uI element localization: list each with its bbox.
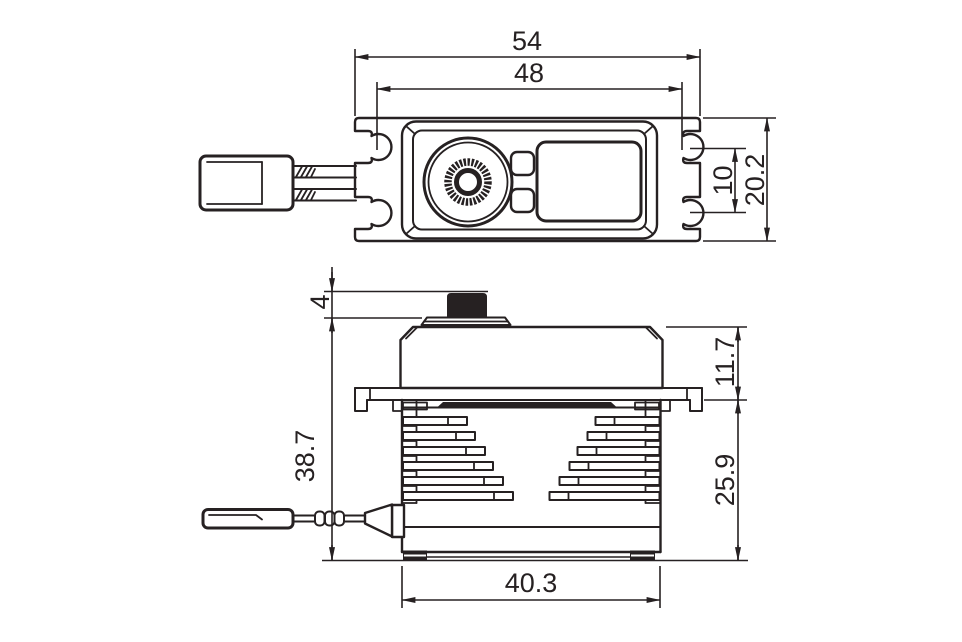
heatsink-fin — [558, 476, 661, 486]
heatsink-fin — [402, 461, 494, 471]
output-shaft — [447, 293, 487, 318]
side-view: 4 38.7 11.7 25.9 40.3 — [201, 267, 748, 608]
heatsink-fin — [402, 491, 514, 501]
dim-label-48: 48 — [514, 58, 544, 88]
output-gear — [422, 136, 514, 228]
body-corner-chamfers — [405, 125, 654, 235]
dim-label-11.7: 11.7 — [710, 337, 740, 388]
dim-label-4: 4 — [305, 294, 335, 309]
wire-rib — [333, 510, 345, 527]
dim-label-40.3: 40.3 — [505, 568, 558, 598]
case-screw-top — [509, 150, 536, 177]
dim-hole-pitch: 10 — [690, 147, 746, 214]
dim-label-38.7: 38.7 — [290, 430, 320, 483]
connector-plug-side — [201, 508, 295, 530]
dim-label-20.2: 20.2 — [740, 154, 770, 207]
wire-exit-assembly — [201, 503, 406, 539]
upper-case-chamfer-left — [405, 326, 419, 340]
case-bottom — [400, 550, 662, 561]
servo-wires — [292, 165, 357, 202]
heatsink-fin — [548, 491, 661, 501]
crimp-hatch — [295, 165, 316, 201]
mounting-tab-left — [354, 387, 368, 412]
heatsink-fin — [402, 416, 468, 426]
mounting-tab-right — [689, 387, 703, 412]
heatsink-fin — [402, 446, 486, 456]
heatsink-fin — [586, 431, 661, 441]
dim-body-length: 40.3 — [401, 566, 661, 608]
dim-label-54: 54 — [512, 26, 542, 56]
strain-relief-collar — [390, 503, 406, 539]
upper-case — [399, 325, 664, 390]
dim-mount-hole-span: 48 — [376, 58, 683, 150]
servo-body-inner-edge — [412, 129, 647, 231]
spline-knurl-ring — [444, 158, 492, 206]
label-window — [535, 140, 643, 223]
spline-center-ring — [454, 168, 482, 196]
gasket-strip — [437, 402, 617, 408]
dim-shaft-and-overall-height: 4 38.7 — [290, 267, 488, 562]
upper-case-chamfer-right — [644, 326, 658, 340]
dim-upper-lower-heights: 11.7 25.9 — [666, 326, 747, 562]
connector-plug-top — [198, 154, 295, 212]
heatsink-fin — [576, 446, 661, 456]
heatsink-fin — [402, 476, 504, 486]
dim-body-depth: 20.2 — [703, 117, 776, 242]
heatsink-fin — [402, 431, 476, 441]
dim-label-10: 10 — [708, 165, 738, 195]
heatsink-fin — [594, 416, 661, 426]
strain-relief-funnel — [363, 503, 394, 538]
case-screw-bottom — [509, 187, 536, 214]
dim-overall-width: 54 — [354, 26, 701, 116]
mounting-flange-side — [354, 387, 703, 412]
heatsink-fins-right — [548, 416, 661, 501]
heatsink-fins-left — [402, 416, 514, 501]
top-view: 54 48 10 20.2 — [198, 26, 776, 243]
heatsink-fin — [568, 461, 661, 471]
dim-label-25.9: 25.9 — [710, 454, 740, 507]
